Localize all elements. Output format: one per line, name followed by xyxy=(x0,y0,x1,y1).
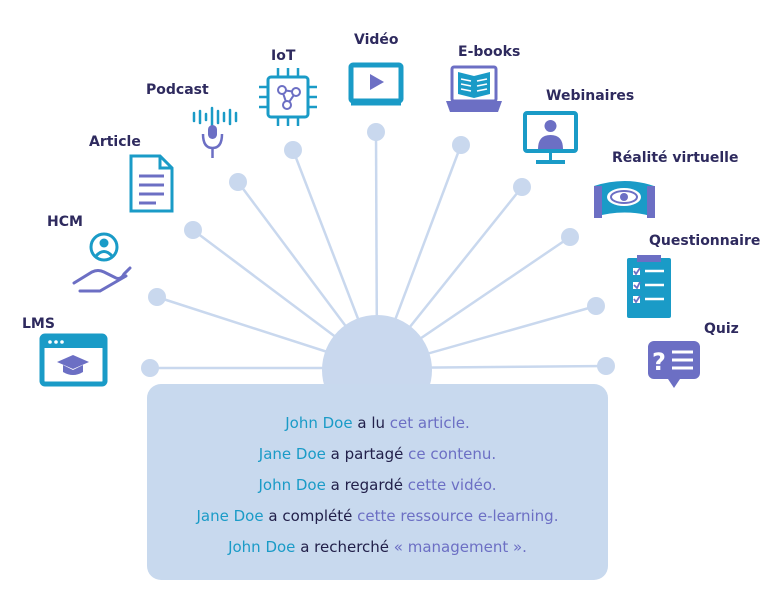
label-iot: IoT xyxy=(271,48,296,64)
label-video: Vidéo xyxy=(354,32,399,48)
statement-actor: Jane Doe xyxy=(258,445,326,463)
vr-headset-icon xyxy=(594,181,655,218)
label-hcm: HCM xyxy=(47,214,83,230)
label-ebooks: E-books xyxy=(458,44,520,60)
dot-webinaires xyxy=(513,178,531,196)
article-document-icon xyxy=(129,154,174,213)
dot-vr xyxy=(561,228,579,246)
statement-line: John Doe a lu cet article. xyxy=(147,408,608,439)
statement-line: John Doe a regardé cette vidéo. xyxy=(147,470,608,501)
statement-list: John Doe a lu cet article. Jane Doe a pa… xyxy=(147,408,608,563)
hcm-user-hand-icon xyxy=(72,232,132,293)
statement-object: cette ressource e-learning. xyxy=(357,507,559,525)
statement-verb: a regardé xyxy=(330,476,404,494)
statement-object: cette vidéo. xyxy=(407,476,497,494)
statement-verb: a partagé xyxy=(330,445,404,463)
statement-line: Jane Doe a partagé ce contenu. xyxy=(147,439,608,470)
dot-podcast xyxy=(229,173,247,191)
dot-lms xyxy=(141,359,159,377)
label-podcast: Podcast xyxy=(146,82,209,98)
dot-video xyxy=(367,123,385,141)
statement-actor: Jane Doe xyxy=(196,507,264,525)
dot-article xyxy=(184,221,202,239)
dot-ebooks xyxy=(452,136,470,154)
quiz-speech-bubble-icon: ? xyxy=(648,341,700,388)
statement-verb: a recherché xyxy=(300,538,390,556)
spoke-end-dots xyxy=(141,123,615,377)
lms-browser-icon xyxy=(39,333,108,387)
dot-quiz xyxy=(597,357,615,375)
statement-object: cet article. xyxy=(389,414,470,432)
video-player-icon xyxy=(348,62,404,106)
ebook-laptop-icon xyxy=(446,65,502,112)
questionnaire-checklist-icon xyxy=(627,255,671,318)
statement-line: John Doe a recherché « management ». xyxy=(147,532,608,563)
statement-object: « management ». xyxy=(393,538,527,556)
statement-actor: John Doe xyxy=(285,414,353,432)
dot-hcm xyxy=(148,288,166,306)
statement-verb: a complété xyxy=(268,507,353,525)
label-quiz: Quiz xyxy=(704,321,739,337)
label-lms: LMS xyxy=(22,316,55,332)
podcast-microphone-icon xyxy=(192,106,238,158)
dot-questionnaire xyxy=(587,297,605,315)
statement-box: John Doe a lu cet article. Jane Doe a pa… xyxy=(147,384,608,580)
statement-actor: John Doe xyxy=(258,476,326,494)
dot-iot xyxy=(284,141,302,159)
statement-actor: John Doe xyxy=(228,538,296,556)
iot-chip-icon xyxy=(259,68,317,126)
statement-object: ce contenu. xyxy=(408,445,497,463)
webinar-screen-icon xyxy=(523,111,578,164)
label-article: Article xyxy=(89,134,141,150)
svg-text:?: ? xyxy=(652,348,666,376)
statement-line: Jane Doe a complété cette ressource e-le… xyxy=(147,501,608,532)
label-vr: Réalité virtuelle xyxy=(612,150,738,166)
label-webinaires: Webinaires xyxy=(546,88,634,104)
statement-verb: a lu xyxy=(357,414,386,432)
label-questionnaire: Questionnaire xyxy=(649,233,760,249)
